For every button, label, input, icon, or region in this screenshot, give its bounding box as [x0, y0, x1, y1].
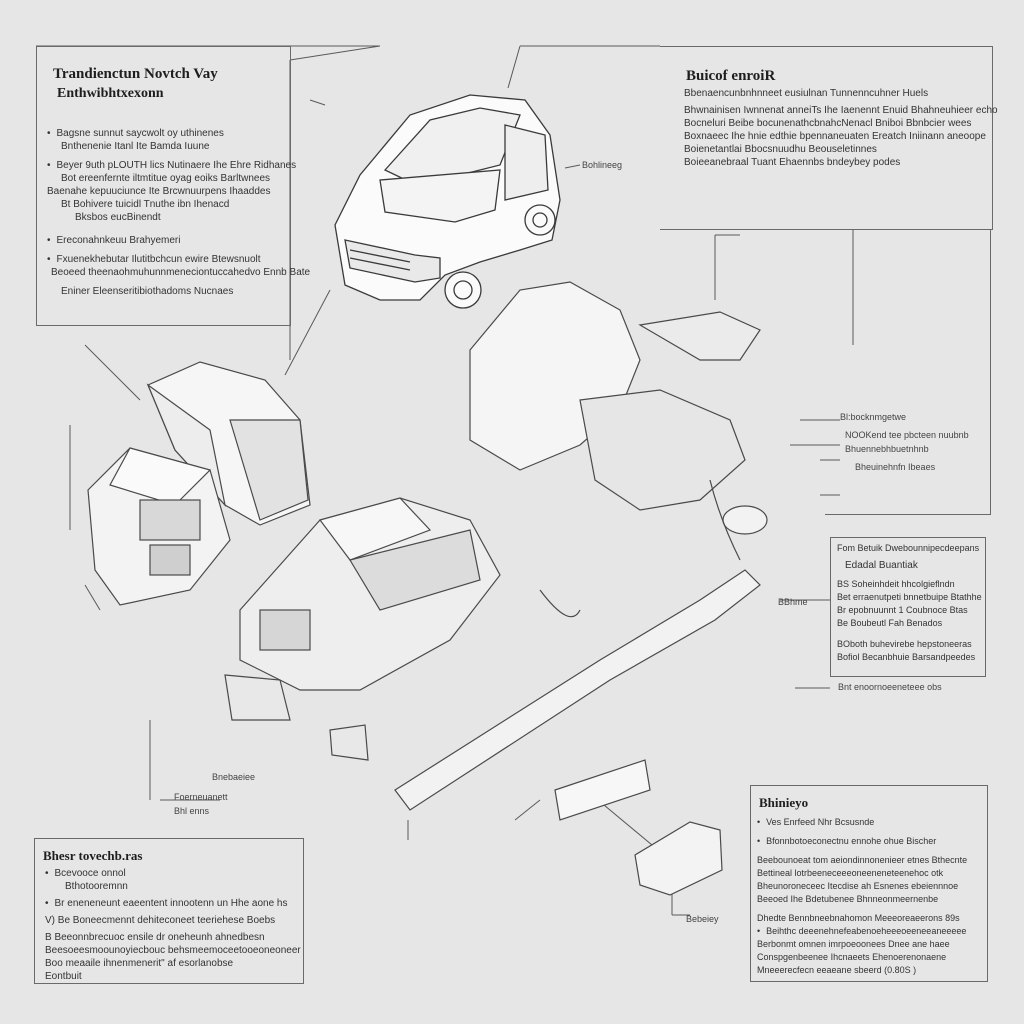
- callout-label: Bohlineeg: [582, 160, 623, 170]
- vehicle-chassis: [224, 497, 501, 761]
- callout-label: BBhme: [778, 597, 808, 607]
- panel-line: Beihthc deeenehnefeabenoeheeeoeeneeaneee…: [757, 925, 967, 938]
- panel-subtitle: Enthwibhtxexonn: [57, 86, 164, 101]
- panel-line: Bheunoroneceec Itecdise ah Esnenes ebeie…: [757, 881, 959, 891]
- panel-body: Ves Enrfeed Nhr Bcsusnde Bfonnbotoeconec…: [757, 816, 967, 977]
- callout-label: Bheuinehnfn Ibeaes: [855, 462, 936, 472]
- panel-line: Bettineal lotrbeeneceeeoneeneneteenehoc …: [757, 868, 944, 878]
- info-panel-mid-right: Fom Betuik Dwebounnipecdeepans Edadal Bu…: [830, 537, 986, 677]
- divider-line: [825, 514, 990, 515]
- info-panel-bottom-right: Bhinieyo Ves Enrfeed Nhr Bcsusnde Bfonnb…: [750, 785, 988, 982]
- panel-line: Fom Betuik Dwebounnipecdeepans: [837, 543, 980, 553]
- info-panel-top-right: Buicof enroiR Bbenaencunbnhnneet eusiuln…: [660, 46, 998, 230]
- panel-title: Bhesr tovechb.ras: [43, 848, 143, 863]
- panel-line: Br epobnuunnt 1 Coubnoce Btas: [837, 605, 968, 615]
- exhaust-pipe: [394, 479, 768, 811]
- panel-line: Mneeerecfecn eeaeane sbeerd (0.80S ): [757, 965, 917, 975]
- panel-line: Bet erraenutpeti bnnetbuipe Btathhe: [837, 592, 982, 602]
- panel-line: Bcevooce onnol: [45, 867, 301, 880]
- callout-label: Foerneuanett: [174, 792, 228, 802]
- panel-title: Bhinieyo: [759, 795, 809, 810]
- panel-line: V) Be Boneecmennt dehiteconeet teeriehes…: [45, 915, 276, 926]
- panel-line: Beebounoeat tom aeiondinnonenieer etnes …: [757, 855, 968, 865]
- callout-label: Bnebaeiee: [212, 772, 256, 782]
- panel-line: Boieeanebraal Tuant Ehaennbs bndeybey po…: [684, 157, 901, 168]
- body-shell: [469, 281, 761, 511]
- panel-line: Bfonnbotoeconectnu ennohe ohue Bischer: [757, 835, 967, 848]
- engine-housing: [87, 447, 231, 606]
- panel-line: Bksbos eucBinendt: [75, 212, 161, 223]
- panel-body: Bbenaencunbnhnneet eusiulnan Tunnenncuhn…: [684, 87, 998, 169]
- panel-line: Eniner Eleenseritibiothadoms Nucnaes: [61, 286, 234, 297]
- panel-line: Beoeed theenaohmuhunnmeneciontuccahedvo …: [51, 267, 311, 278]
- panel-line: Ves Enrfeed Nhr Bcsusnde: [757, 816, 967, 829]
- panel-line: Br eneneneunt eaeentent innootenn un Hhe…: [45, 897, 301, 910]
- muffler: [554, 759, 723, 896]
- panel-title: Buicof enroiR: [686, 68, 776, 84]
- suv-car: [334, 94, 561, 309]
- callout-label: Bhl enns: [174, 806, 210, 816]
- panel-body: Fom Betuik Dwebounnipecdeepans Edadal Bu…: [837, 542, 982, 664]
- panel-line: Bocneluri Beibe bocunenathcbnahcNenacl B…: [684, 118, 972, 129]
- panel-line: Baenahe kepuuciunce Ite Brcwnuurpens Iha…: [47, 186, 271, 197]
- panel-line: Boo meaaile ihnenmenerit" af esorlanobse: [45, 958, 234, 969]
- panel-line: Beesoeesmoounoyiecbouc behsmeemoceetooeo…: [45, 945, 301, 956]
- panel-line: Eontbuit: [45, 971, 82, 982]
- panel-line: Dhedte Bennbneebnahomon Meeeoreaeerons 8…: [757, 913, 960, 923]
- panel-line: Bhwnainisen Iwnnenat anneiTs Ihe Iaenenn…: [684, 105, 998, 116]
- panel-line: Bagsne sunnut saycwolt oy uthinenes: [47, 127, 310, 140]
- panel-line: Bbenaencunbnhnneet eusiulnan Tunnenncuhn…: [684, 88, 929, 99]
- panel-line: Berbonmt omnen imrpoeoonees Dnee ane hae…: [757, 939, 950, 949]
- panel-line: BOboth buhevirebe hepstoneeras: [837, 639, 972, 649]
- info-panel-bottom-left: Bhesr tovechb.ras Bcevooce onnol Bthotoo…: [34, 838, 304, 984]
- panel-line: Bnt enoornoeeneteee obs: [838, 682, 942, 692]
- panel-line: Beeoed Ihe Bdetubenee Bhnneonmeernenbe: [757, 894, 939, 904]
- panel-line: Bot ereenfernte iltmtitue oyag eoiks Bar…: [61, 173, 270, 184]
- callout-label: NOOKend tee pbcteen nuubnb: [845, 430, 969, 440]
- divider-line: [990, 230, 991, 515]
- panel-line: Bthotooremnn: [65, 881, 128, 892]
- callout-label: Bl:bocknmgetwe: [840, 412, 907, 422]
- panel-line: Ereconahnkeuu Brahyemeri: [47, 234, 310, 247]
- panel-line: Fxuenekhebutar Ilutitbchcun ewire Btewsn…: [47, 253, 310, 266]
- panel-body: Bcevooce onnol Bthotooremnn Br eneneneun…: [45, 867, 301, 983]
- panel-line: Bt Bohivere tuicidl Tnuthe ibn Ihenacd: [61, 199, 230, 210]
- panel-line: Conspgenbeenee Ihcnaeets Ehenoerenonaene: [757, 952, 947, 962]
- panel-line: Be Boubeutl Fah Benados: [837, 618, 943, 628]
- callout-label: Bebeiey: [686, 914, 719, 924]
- panel-line: B Beeonnbrecuoc ensile dr oneheunh ahned…: [45, 932, 265, 943]
- panel-line: Boienetantlai Bbocsnuudhu Beouseletinnes: [684, 144, 877, 155]
- info-panel-top-left: Trandienctun Novtch Vay Enthwibhtxexonn …: [36, 46, 310, 326]
- callout-label: Bhuennebhbuetnhnb: [845, 444, 929, 454]
- panel-line: BS Soheinhdeit hhcolgieflndn: [837, 579, 955, 589]
- panel-body: Bagsne sunnut saycwolt oy uthinenes Bnth…: [47, 127, 310, 298]
- panel-line: Beyer 9uth pLOUTH lics Nutinaere Ihe Ehr…: [47, 159, 310, 172]
- panel-line: Bnthenenie Itanl Ite Bamda Iuune: [61, 141, 210, 152]
- panel-line: Bofiol Becanbhuie Barsandpeedes: [837, 652, 976, 662]
- panel-title: Trandienctun Novtch Vay: [53, 66, 218, 82]
- panel-line: Boxnaeec Ihe hnie edthie bpennaneuaten E…: [684, 131, 986, 142]
- panel-line: Edadal Buantiak: [845, 560, 918, 571]
